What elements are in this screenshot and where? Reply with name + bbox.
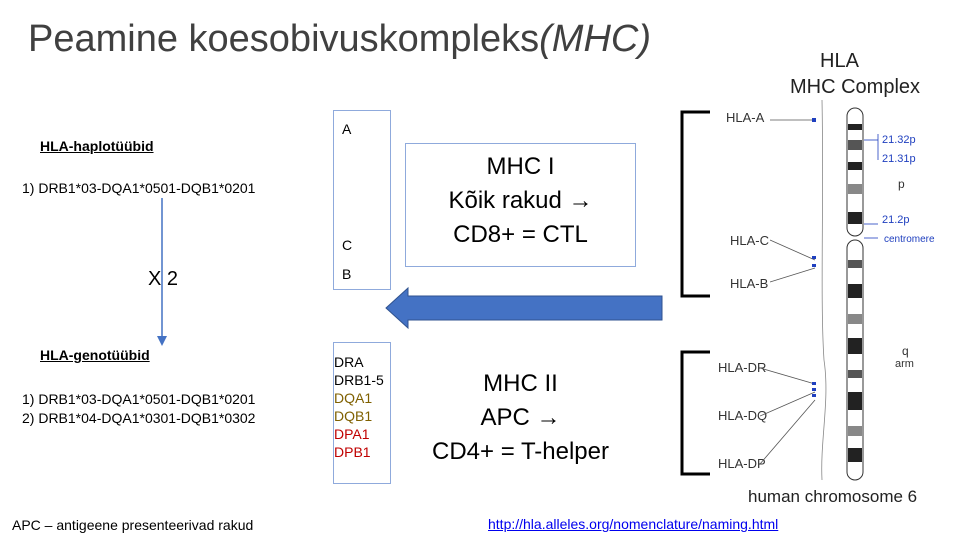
genotype-line-1: 1) DRB1*03-DQA1*0501-DQB1*0201 (22, 391, 256, 407)
gene-drb: DRB1-5 (334, 372, 384, 388)
label-hla-a: HLA-A (726, 110, 765, 125)
chromosome-title-1: HLA (820, 50, 859, 72)
band-21-2p: 21.2p (882, 214, 910, 226)
gene-a: A (342, 121, 352, 137)
centromere-label: centromere (884, 234, 935, 245)
band-arm: arm (895, 358, 914, 370)
mhc2-line-2: APC → (480, 404, 561, 431)
class1-gene-box: A C B (333, 110, 391, 290)
mhc2-box: MHC II APC → CD4+ = T-helper (405, 360, 636, 484)
band-21-31p: 21.31p (882, 153, 916, 165)
class2-gene-box: DRA DRB1-5 DQA1 DQB1 DPA1 DPB1 (333, 342, 391, 484)
genotypes-heading: HLA-genotüübid (40, 347, 150, 363)
cross-label: X 2 (148, 268, 179, 290)
inheritance-arrow (157, 198, 167, 346)
mhc1-line-2: Kõik rakud → (448, 187, 593, 214)
page-title: Peamine koesobivuskompleks(MHC) (28, 18, 651, 61)
chromosome-caption: human chromosome 6 (748, 487, 918, 506)
footnote: APC – antigeene presenteerivad rakud (12, 517, 254, 533)
gene-dqb1: DQB1 (334, 408, 373, 424)
label-hla-dq: HLA-DQ (718, 408, 768, 423)
label-hla-c: HLA-C (730, 233, 770, 248)
gene-dra: DRA (334, 354, 364, 370)
mhc2-title: MHC II (483, 370, 558, 397)
reference-link[interactable]: http://hla.alleles.org/nomenclature/nami… (488, 516, 779, 532)
left-arrow (385, 286, 663, 330)
gene-dpa1: DPA1 (334, 426, 370, 442)
genotype-line-2: 2) DRB1*04-DQA1*0301-DQB1*0302 (22, 410, 256, 426)
band-21-32p: 21.32p (882, 134, 916, 146)
mhc1-title: MHC I (486, 153, 555, 180)
mhc1-line-3: CD8+ = CTL (453, 221, 588, 248)
title-main: Peamine koesobivuskompleks (28, 18, 540, 60)
gene-c: C (342, 237, 353, 253)
mhc1-box: MHC I Kõik rakud → CD8+ = CTL (405, 143, 636, 267)
band-p: p (898, 177, 905, 191)
haplotype-line-1: 1) DRB1*03-DQA1*0501-DQB1*0201 (22, 180, 256, 196)
gene-dqa1: DQA1 (334, 390, 373, 406)
gene-b: B (342, 266, 352, 282)
label-hla-dp: HLA-DP (718, 456, 766, 471)
mhc2-line-3: CD4+ = T-helper (432, 438, 609, 465)
label-hla-b: HLA-B (730, 276, 769, 291)
chromosome-diagram (760, 100, 879, 481)
title-suffix: (MHC) (539, 18, 652, 60)
class2-gene-list: DRA DRB1-5 DQA1 DQB1 DPA1 DPB1 (334, 353, 384, 461)
haplotypes-heading: HLA-haplotüübid (40, 138, 154, 154)
chromosome-title-2: MHC Complex (790, 76, 921, 98)
group-brackets (680, 110, 710, 476)
label-hla-dr: HLA-DR (718, 360, 767, 375)
band-q: q (902, 344, 909, 358)
gene-dpb1: DPB1 (334, 444, 371, 460)
